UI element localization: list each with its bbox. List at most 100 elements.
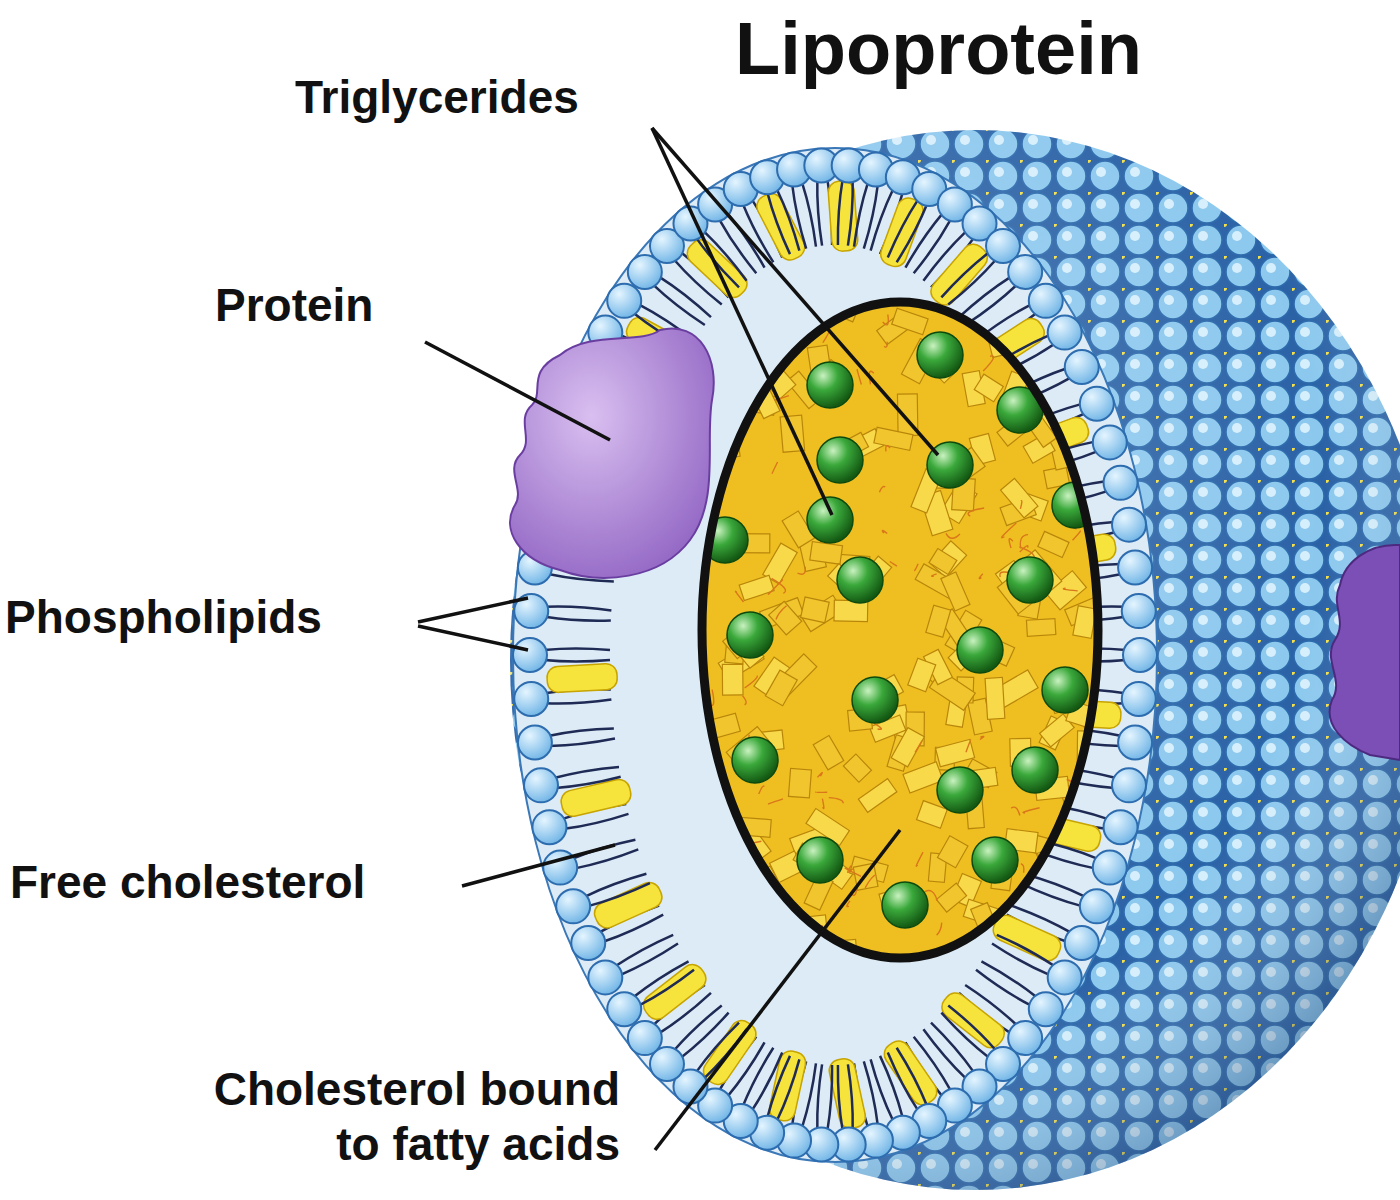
fatty-acid-chain [879, 486, 885, 492]
phospholipid-head [1048, 960, 1082, 994]
cholesterol-ester [936, 883, 966, 912]
lipid-tail [923, 1029, 966, 1079]
phospholipid-head [1080, 387, 1114, 421]
triglyceride-ball [917, 332, 963, 378]
fatty-acid-chain [743, 696, 747, 705]
phospholipid-head [628, 1021, 662, 1055]
lipid-tail [615, 935, 673, 967]
fatty-acid-chain [768, 580, 783, 595]
fatty-acid-chain [1030, 948, 1036, 956]
cholesterol-ester [941, 572, 970, 611]
triglyceride-ball [807, 362, 853, 408]
part-label: Cholesterol bound to fatty acids [180, 1062, 620, 1172]
cholesterol-ester [1072, 308, 1107, 335]
cholesterol-ester [1050, 318, 1084, 359]
lipid-tail [545, 699, 611, 703]
cholesterol-ester [891, 728, 924, 767]
triglyceride-ball [807, 497, 853, 543]
lipid-tail [659, 277, 711, 318]
lipid-tail [817, 180, 822, 246]
phospholipid-head [1122, 682, 1156, 716]
fatty-acid-chain [915, 741, 922, 752]
phospholipid-head [571, 926, 605, 960]
phospholipid-head [1029, 284, 1063, 318]
fatty-acid-chain [1011, 807, 1020, 815]
phospholipid-head [1080, 889, 1114, 923]
fatty-acid-chain [695, 310, 701, 317]
fatty-acid-chain [883, 314, 889, 324]
sphere-shading [510, 130, 1400, 1190]
fatty-acid-chain [886, 446, 890, 452]
cholesterol-ester [788, 768, 811, 798]
fatty-acid-chain [977, 311, 987, 315]
lipid-tail [965, 284, 1017, 325]
phospholipid-head [1093, 425, 1127, 459]
part-label: Triglycerides [295, 70, 579, 125]
cholesterol-ester [739, 575, 774, 600]
fatty-acid-chain [1020, 501, 1021, 509]
lipid-tail [871, 1059, 894, 1121]
phospholipid-head [1112, 768, 1146, 802]
fatty-acid-chain [1031, 898, 1038, 904]
fatty-acid-chain [932, 574, 937, 576]
lipid-tail [674, 1005, 722, 1050]
title: Lipoprotein [735, 8, 1142, 89]
cholesterol-ester [801, 597, 830, 623]
fatty-acid-chain [1046, 303, 1054, 309]
cholesterol-ester [1038, 531, 1069, 557]
lipid-tail [992, 944, 1050, 976]
cholesterol-ester [993, 304, 1020, 334]
fatty-acid-chain [822, 799, 823, 809]
phospholipid-head [1112, 508, 1146, 542]
lipid-tail [802, 182, 816, 246]
fatty-acid-chain [798, 567, 806, 574]
cholesterol-ester [858, 779, 896, 813]
fatty-acid-chain [857, 370, 861, 385]
cholesterol-ester [1044, 293, 1087, 332]
fatty-acid-chain [937, 923, 942, 936]
lipid-tail [854, 182, 868, 246]
phospholipid-head [518, 725, 552, 759]
lipid-tail [777, 189, 800, 251]
fatty-acid-chain [1002, 523, 1017, 538]
cholesterol-ester [985, 677, 1005, 719]
phospholipid-head [1118, 725, 1152, 759]
fatty-acid-chain [845, 868, 861, 876]
fatty-acid-chain [968, 508, 984, 516]
phospholipid-head [524, 768, 558, 802]
lipid-tail [948, 259, 996, 304]
free-cholesterol [546, 663, 617, 693]
protein-blob [510, 328, 714, 577]
phospholipid-head [532, 810, 566, 844]
fatty-acid-chain [745, 676, 758, 688]
cholesterol-ester [936, 739, 975, 766]
fatty-acid-chain [1100, 407, 1111, 412]
fatty-acid-chain [874, 723, 882, 729]
cholesterol-ester [1023, 295, 1054, 333]
lipid-tail [941, 1013, 989, 1058]
lipid-tail [620, 944, 678, 976]
core-fill [702, 302, 1098, 958]
lipid-tail [897, 1048, 928, 1107]
lipid-tail [838, 1065, 843, 1131]
fatty-acid-chain [768, 799, 783, 804]
cholesterol-ester [974, 374, 1003, 402]
lipid-tail [556, 777, 621, 788]
sphere-surface [510, 130, 1400, 1190]
cholesterol-ester [1001, 478, 1038, 518]
fatty-acid-chain [736, 591, 744, 602]
lipid-tail [864, 184, 878, 248]
lipid-tail [549, 738, 615, 745]
cholesterol-ester [843, 754, 871, 782]
lipid-tail [544, 649, 610, 651]
part-label: Free cholesterol [10, 855, 365, 910]
triglyceride-ball [852, 677, 898, 723]
cholesterol-ester [1041, 339, 1080, 375]
cholesterol-ester [874, 427, 913, 450]
lipid-tail [976, 970, 1031, 1006]
cut-face [513, 148, 1157, 1162]
core-contents [681, 287, 1110, 963]
fatty-acid-chain [966, 740, 971, 752]
fatty-acid-chain [755, 321, 758, 333]
lipid-tail [817, 1064, 822, 1130]
